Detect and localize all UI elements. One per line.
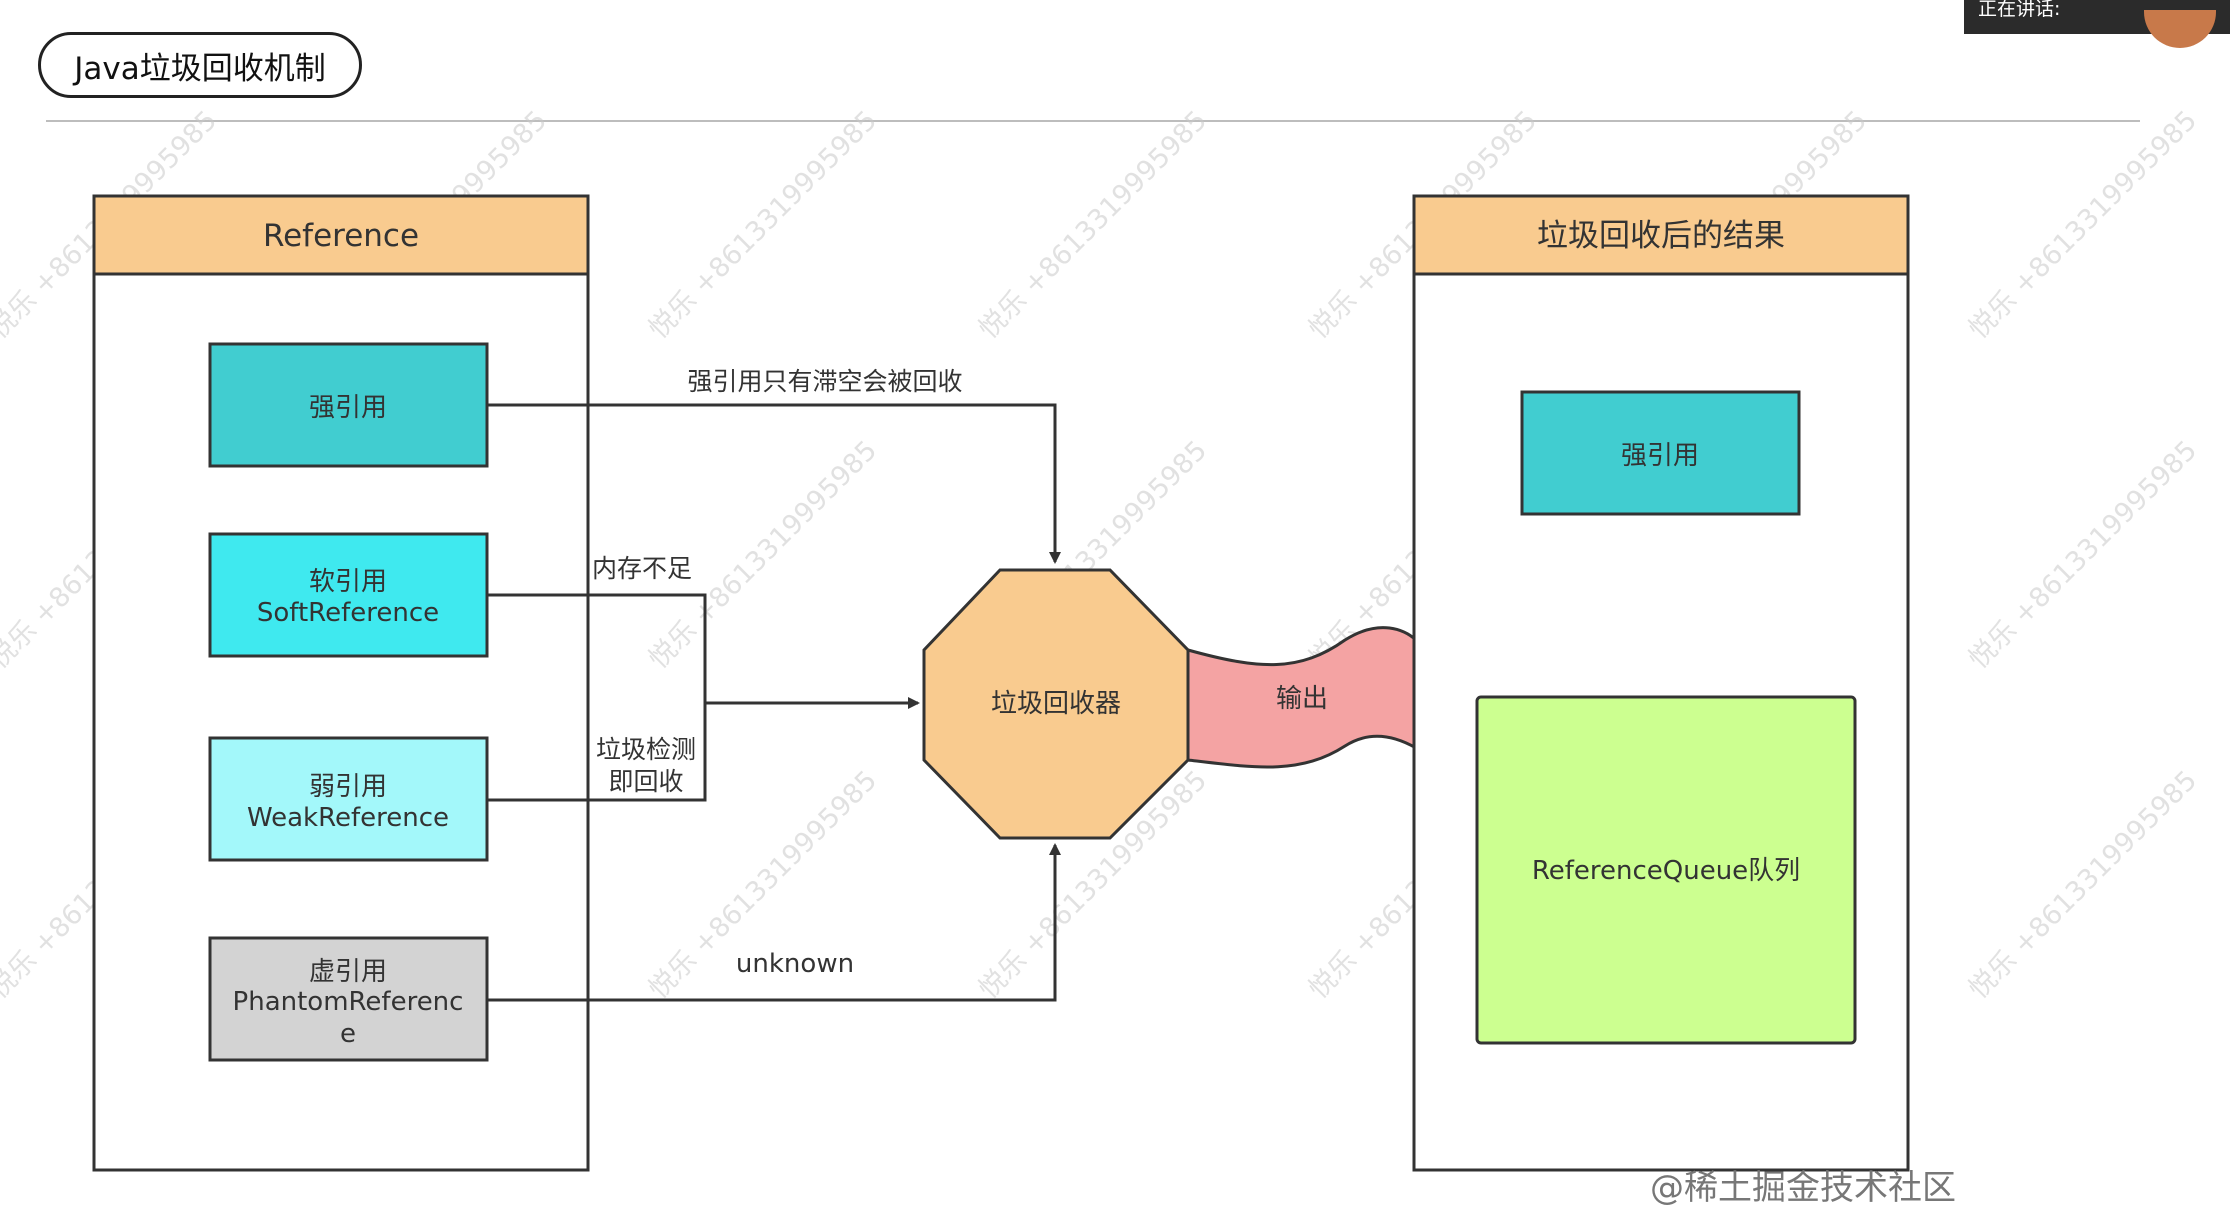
connectors	[487, 403, 1061, 1002]
reference-queue-box: ReferenceQueue队列	[1475, 695, 1857, 1045]
weak-to-collector-line	[487, 703, 707, 802]
result-panel: 垃圾回收后的结果 强引用 ReferenceQueue队列	[1412, 194, 1910, 1172]
result-strong-label: 强引用	[1621, 441, 1699, 471]
result-header	[1412, 194, 1910, 276]
phantom-edge-label: unknown	[736, 949, 854, 979]
soft-reference-label-cn: 软引用	[309, 567, 387, 597]
watermark-text: 悦乐 +8613319995985	[973, 105, 1213, 345]
output-label: 输出	[1276, 684, 1328, 714]
weak-edge-label-1: 垃圾检测	[596, 735, 696, 764]
weak-edge-label-2: 即回收	[608, 767, 683, 796]
phantom-reference-label-cn: 虚引用	[309, 957, 387, 987]
phantom-reference-box: 虚引用 PhantomReferenc e	[208, 936, 489, 1062]
strong-reference-label: 强引用	[309, 393, 387, 423]
watermark-text: 悦乐 +8613319995985	[643, 105, 883, 345]
title-divider	[46, 120, 2140, 122]
phantom-reference-label-en: PhantomReferenc	[233, 987, 464, 1017]
soft-to-collector-line	[487, 593, 707, 703]
reference-header-label: Reference	[263, 218, 419, 254]
soft-reference-box: 软引用 SoftReference	[208, 532, 489, 658]
weak-reference-label-en: WeakReference	[247, 803, 449, 833]
footer-watermark: @稀土掘金技术社区	[1650, 1168, 1956, 1208]
soft-edge-label: 内存不足	[592, 554, 692, 583]
soft-reference-label-en: SoftReference	[257, 598, 439, 628]
weak-reference-label-cn: 弱引用	[309, 772, 387, 802]
watermark-text: 悦乐 +8613319995985	[1963, 435, 2203, 675]
reference-queue-label: ReferenceQueue队列	[1532, 856, 1800, 886]
page-title[interactable]: Java垃圾回收机制	[38, 32, 362, 98]
phantom-to-collector-line	[487, 843, 1061, 1002]
result-strong-box: 强引用	[1520, 390, 1801, 516]
result-header-label: 垃圾回收后的结果	[1537, 218, 1785, 254]
garbage-collector: 垃圾回收器	[922, 568, 1190, 840]
strong-reference-box: 强引用	[208, 342, 489, 468]
watermark-text: 悦乐 +8613319995985	[1963, 105, 2203, 345]
strong-to-collector-line	[487, 403, 1061, 564]
phantom-reference-label-en-wrap: e	[340, 1019, 356, 1049]
weak-reference-box: 弱引用 WeakReference	[208, 736, 489, 862]
watermark-text: 悦乐 +8613319995985	[1963, 765, 2203, 1005]
strong-edge-label: 强引用只有滞空会被回收	[687, 367, 962, 396]
garbage-collector-label: 垃圾回收器	[991, 689, 1121, 719]
reference-header	[92, 194, 590, 276]
reference-panel: Reference 强引用 软引用 SoftReference 弱引用 Weak…	[92, 194, 590, 1172]
